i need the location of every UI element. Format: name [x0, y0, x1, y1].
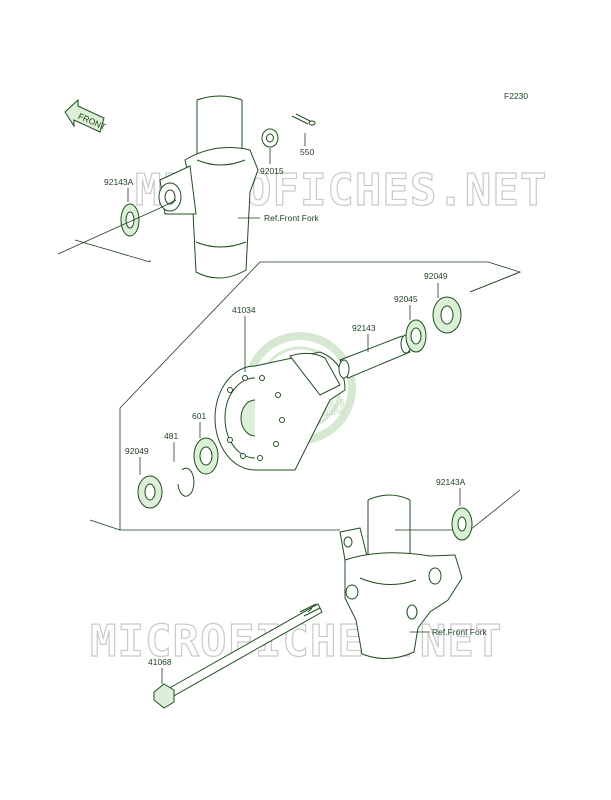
- bearing-92045: [405, 319, 427, 353]
- nut-92015: [261, 128, 279, 148]
- front-arrow-icon: FRONT: [64, 98, 108, 133]
- oil-seal-92049-left: [137, 475, 163, 509]
- circlip-481: [177, 467, 195, 497]
- label-92049-right: 92049: [424, 271, 448, 281]
- label-550: 550: [300, 147, 314, 157]
- label-41034: 41034: [232, 305, 256, 315]
- label-92143A-bottom: 92143A: [436, 477, 466, 487]
- collar-92143A-bottom: [451, 507, 473, 541]
- front-fork-lower: [339, 494, 463, 659]
- spacer-92143: [338, 334, 412, 379]
- bearing-601: [193, 437, 219, 475]
- label-92143A-top: 92143A: [104, 177, 134, 187]
- oil-seal-92049-right: [432, 296, 462, 334]
- label-92015: 92015: [260, 166, 284, 176]
- collar-92143A-top: [120, 203, 140, 237]
- label-41068: 41068: [148, 657, 172, 667]
- axle-41068: [153, 603, 323, 709]
- diagram-code: F2230: [504, 91, 528, 101]
- label-481: 481: [164, 431, 178, 441]
- ref-label-lower: Ref.Front Fork: [432, 627, 488, 637]
- cotter-pin-550: [291, 113, 316, 126]
- label-92045: 92045: [394, 294, 418, 304]
- label-92049-left: 92049: [125, 446, 149, 456]
- label-601: 601: [192, 411, 206, 421]
- wheel-hub-41034: [214, 351, 346, 471]
- front-fork-upper: [158, 95, 259, 279]
- hub-bolt-holes: [227, 375, 285, 461]
- ref-label-upper: Ref.Front Fork: [264, 213, 320, 223]
- label-92143: 92143: [352, 323, 376, 333]
